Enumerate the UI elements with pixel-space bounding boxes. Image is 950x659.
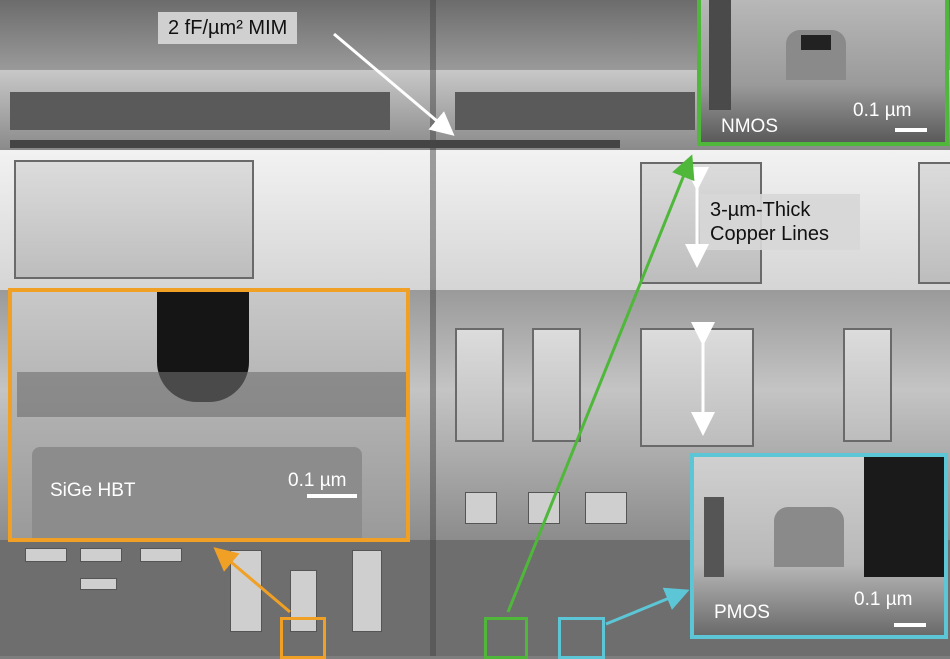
- mim-arrow: [333, 32, 455, 136]
- copper-label-line1: 3-µm-Thick: [710, 199, 811, 221]
- seam-line: [430, 0, 436, 656]
- copper-lines-label: 3-µm-Thick Copper Lines: [700, 194, 860, 250]
- sige-hbt-inset: SiGe HBT 0.1 µm: [8, 288, 410, 542]
- nmos-arrow: [506, 154, 695, 613]
- nmos-inset: NMOS 0.1 µm: [697, 0, 949, 146]
- copper-line: [532, 328, 581, 442]
- copper-line: [918, 162, 950, 284]
- via: [585, 492, 627, 524]
- contact: [864, 457, 944, 577]
- via: [352, 550, 382, 632]
- pmos-scale-label: 0.1 µm: [854, 589, 913, 610]
- sige-scale-label: 0.1 µm: [288, 470, 347, 491]
- via: [290, 570, 317, 632]
- via: [80, 548, 122, 562]
- copper-line: [843, 328, 892, 442]
- pmos-inset: PMOS 0.1 µm: [690, 453, 948, 639]
- copper-line: [455, 328, 504, 442]
- sige-hbt-label: SiGe HBT: [50, 480, 136, 501]
- contact: [709, 0, 731, 110]
- gate: [774, 507, 844, 567]
- nmos-label: NMOS: [721, 116, 778, 137]
- top-plate: [10, 92, 390, 130]
- contact: [704, 497, 724, 577]
- collector: [32, 447, 362, 538]
- copper-line: [14, 160, 254, 279]
- via: [25, 548, 67, 562]
- pmos-arrow: [605, 587, 690, 626]
- scale-bar: [894, 623, 926, 627]
- scale-bar: [895, 128, 927, 132]
- scale-bar: [307, 494, 357, 498]
- via: [140, 548, 182, 562]
- top-plate: [455, 92, 695, 130]
- mim-label: 2 fF/µm² MIM: [158, 12, 298, 44]
- nmos-scale-label: 0.1 µm: [853, 100, 912, 121]
- via: [465, 492, 497, 524]
- sige-hbt-arrow: [213, 547, 291, 614]
- pmos-label: PMOS: [714, 602, 770, 623]
- copper-label-line2: Copper Lines: [710, 223, 829, 245]
- mim-capacitor-plate: [10, 140, 620, 148]
- spacer-layer: [17, 372, 406, 417]
- via: [80, 578, 117, 590]
- gate-silicide: [801, 35, 831, 50]
